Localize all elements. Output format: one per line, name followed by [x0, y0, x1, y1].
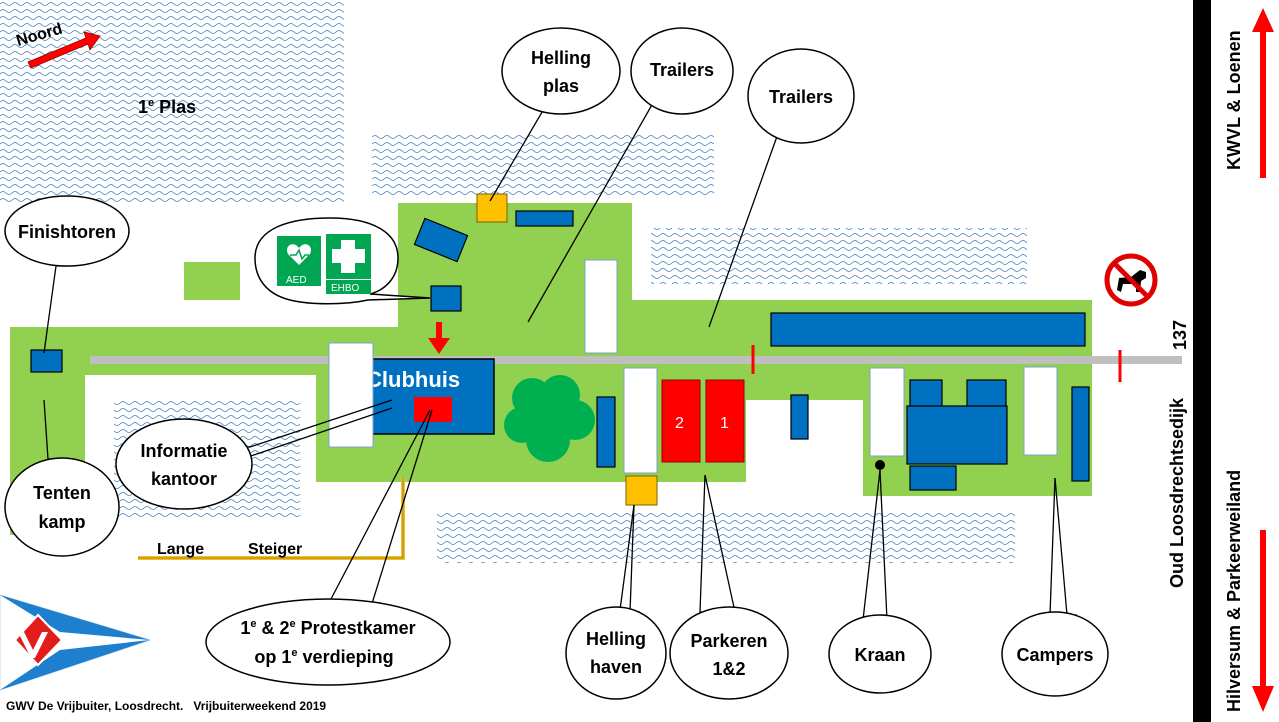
clubhuis-label: Clubhuis: [366, 367, 460, 392]
main-road: [1193, 0, 1211, 722]
plas-label: 1e Plas: [138, 97, 196, 117]
svg-text:EHBO: EHBO: [331, 283, 360, 294]
callout-trailers-1: [630, 27, 734, 115]
callout-informatie-line2: kantoor: [151, 469, 217, 489]
no-dogs-icon: [1104, 253, 1158, 307]
callout-helling-plas: [501, 27, 621, 115]
callout-finishtoren-text: Finishtoren: [18, 222, 116, 242]
callout-tentenkamp-line2: kamp: [38, 512, 85, 532]
callout-parkeren: [669, 606, 789, 700]
parking-1-label: 1: [720, 415, 729, 432]
svg-text:AED: AED: [286, 275, 307, 286]
arrow-down-icon: [1252, 530, 1274, 712]
protestkamer-room: [414, 397, 452, 422]
vertical-building-3: [1071, 386, 1090, 482]
callout-parkeren-line1: Parkeren: [690, 631, 767, 651]
callout-protestkamer-line2: op 1e verdieping: [254, 647, 393, 667]
callout-helling-haven: [565, 606, 667, 700]
trailer-grid-3: [623, 367, 658, 474]
water-plas: [0, 0, 344, 205]
direction-south: Hilversum & Parkeerweiland: [1224, 470, 1244, 712]
callout-finishtoren: [4, 195, 130, 267]
water-bottom: [437, 513, 1015, 563]
parking-1: [705, 379, 745, 463]
finishtoren-building: [30, 349, 63, 373]
callout-tentenkamp-line1: Tenten: [33, 483, 91, 503]
callout-campers-text: Campers: [1016, 645, 1093, 665]
steiger-label-left: Lange: [157, 541, 204, 558]
small-building-top: [515, 210, 574, 227]
trailer-grid-2: [584, 259, 618, 354]
kraan-marker: [875, 460, 885, 470]
tree-icon: [504, 375, 595, 462]
water-top-middle: [372, 135, 714, 197]
trailer-grid-4: [869, 367, 905, 457]
arrow-up-icon: [1252, 8, 1274, 178]
callout-helling-plas-line2: plas: [543, 76, 579, 96]
direction-north: KWVL & Loenen: [1224, 30, 1244, 170]
loods-complex: [906, 379, 1008, 491]
first-aid-icon: EHBO: [326, 234, 371, 294]
red-arrow-icon: [428, 322, 450, 354]
callout-trailers-2-text: Trailers: [769, 87, 833, 107]
long-building: [770, 312, 1086, 347]
callout-campers: [1001, 611, 1109, 697]
parking-2: [661, 379, 701, 463]
club-logo-icon: [0, 594, 152, 691]
rotated-building: [413, 217, 469, 263]
footer-credit: GWV De Vrijbuiter, Loosdrecht. Vrijbuite…: [6, 699, 326, 713]
helling-haven-marker: [625, 475, 658, 506]
callout-helling-haven-line2: haven: [590, 657, 642, 677]
callout-trailers-2: [747, 48, 855, 144]
callout-helling-plas-line1: Helling: [531, 48, 591, 68]
callout-informatie: [115, 418, 253, 510]
water-right: [651, 228, 1027, 284]
road-number: 137: [1170, 320, 1190, 350]
trailer-grid-5: [1023, 366, 1058, 456]
callout-protestkamer-line1: 1e & 2e Protestkamer: [240, 618, 415, 638]
callout-kraan: [828, 614, 932, 694]
callout-tentenkamp: [4, 457, 120, 557]
vertical-building-1: [596, 396, 616, 468]
callout-informatie-line1: Informatie: [140, 441, 227, 461]
callout-kraan-text: Kraan: [854, 645, 905, 665]
road-name: Oud Loosdrechtsedijk: [1167, 397, 1187, 588]
trailer-grid-1: [328, 342, 374, 448]
callout-trailers-1-text: Trailers: [650, 60, 714, 80]
callout-helling-haven-line1: Helling: [586, 629, 646, 649]
parking-2-label: 2: [675, 415, 684, 432]
vertical-building-2: [790, 394, 809, 440]
aed-building: [430, 285, 462, 312]
callout-protestkamer: [205, 598, 451, 686]
terrain-road: [90, 356, 1182, 364]
compass-arrow-icon: [27, 31, 101, 69]
aed-icon: AED: [277, 236, 321, 286]
steiger-label-right: Steiger: [248, 541, 302, 558]
callout-parkeren-line2: 1&2: [712, 659, 745, 679]
